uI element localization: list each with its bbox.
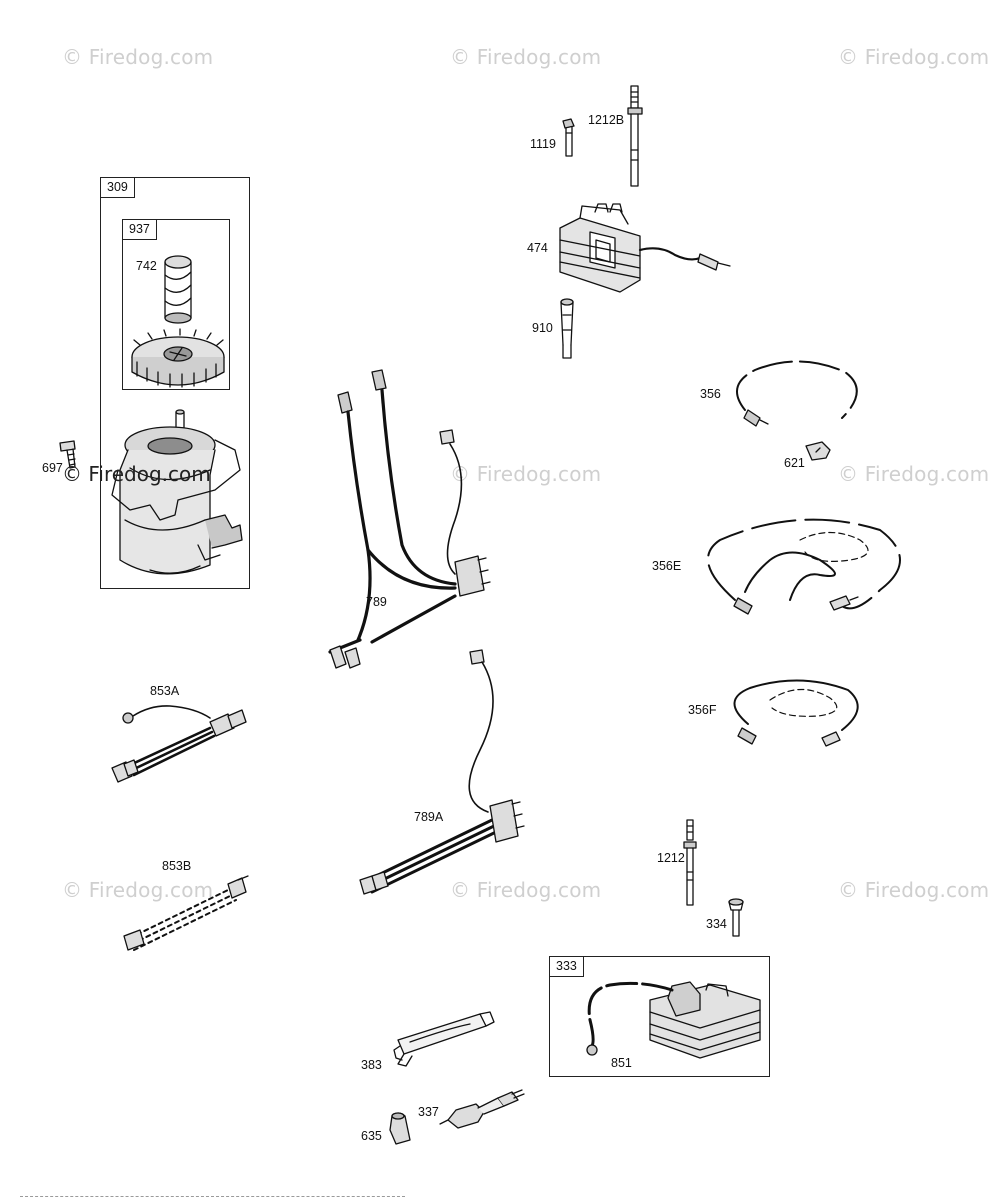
kit-tag-333[interactable]: 333 <box>549 956 584 977</box>
callout-337[interactable]: 337 <box>418 1105 439 1119</box>
clip-621[interactable] <box>805 441 831 461</box>
harness-789A[interactable] <box>359 649 525 895</box>
spark-plug-337[interactable] <box>439 1089 525 1129</box>
kit-tag-309[interactable]: 309 <box>100 177 135 198</box>
harness-853A[interactable] <box>111 705 247 783</box>
watermark-mid-center: © Firedog.com <box>450 462 602 486</box>
drive-pinion-937[interactable] <box>131 255 225 388</box>
callout-1212B[interactable]: 1212B <box>588 113 625 127</box>
bolt-1119[interactable] <box>562 118 575 157</box>
callout-621[interactable]: 621 <box>784 456 805 470</box>
tool-383[interactable] <box>393 1011 495 1067</box>
callout-789[interactable]: 789 <box>366 595 387 609</box>
wire-356F[interactable] <box>733 679 859 747</box>
watermark-top-left: © Firedog.com <box>62 45 214 69</box>
ground-wire-356[interactable] <box>736 360 858 427</box>
callout-1212[interactable]: 1212 <box>657 851 685 865</box>
callout-635[interactable]: 635 <box>361 1129 382 1143</box>
callout-356[interactable]: 356 <box>700 387 721 401</box>
callout-851[interactable]: 851 <box>611 1056 632 1070</box>
kit-box-309: 309 <box>100 177 250 589</box>
boot-635[interactable] <box>389 1112 411 1145</box>
watermark-top-center: © Firedog.com <box>450 45 602 69</box>
callout-383[interactable]: 383 <box>361 1058 382 1072</box>
watermark-low-left: © Firedog.com <box>62 878 214 902</box>
callout-789A[interactable]: 789A <box>414 810 444 824</box>
screw-697[interactable] <box>59 440 76 469</box>
wire-356E[interactable] <box>707 518 901 615</box>
stud-1212[interactable] <box>683 819 697 906</box>
watermark-mid-right: © Firedog.com <box>838 462 990 486</box>
starter-motor-309[interactable] <box>111 409 243 575</box>
spacer-910[interactable] <box>560 298 574 359</box>
pin-334[interactable] <box>728 898 744 937</box>
callout-356E[interactable]: 356E <box>652 559 682 573</box>
callout-356F[interactable]: 356F <box>688 703 717 717</box>
callout-853B[interactable]: 853B <box>162 859 192 873</box>
ignition-coil-333[interactable] <box>586 981 761 1059</box>
callout-742[interactable]: 742 <box>136 259 157 273</box>
alternator-474[interactable] <box>559 203 731 293</box>
kit-tag-937[interactable]: 937 <box>122 219 157 240</box>
callout-853A[interactable]: 853A <box>150 684 180 698</box>
kit-box-333: 333 <box>549 956 770 1077</box>
watermark-low-center: © Firedog.com <box>450 878 602 902</box>
callout-474[interactable]: 474 <box>527 241 548 255</box>
watermark-low-right: © Firedog.com <box>838 878 990 902</box>
wiring-harness-789[interactable] <box>328 369 491 669</box>
callout-697[interactable]: 697 <box>42 461 63 475</box>
callout-910[interactable]: 910 <box>532 321 553 335</box>
kit-box-937: 937 <box>122 219 230 390</box>
callout-1119[interactable]: 1119 <box>530 137 556 151</box>
harness-853B[interactable] <box>123 875 249 951</box>
watermark-overlay-starter: © Firedog.com <box>62 462 211 486</box>
callout-334[interactable]: 334 <box>706 917 727 931</box>
watermark-top-right: © Firedog.com <box>838 45 990 69</box>
stud-1212B[interactable] <box>627 85 643 187</box>
bottom-divider <box>20 1196 405 1197</box>
